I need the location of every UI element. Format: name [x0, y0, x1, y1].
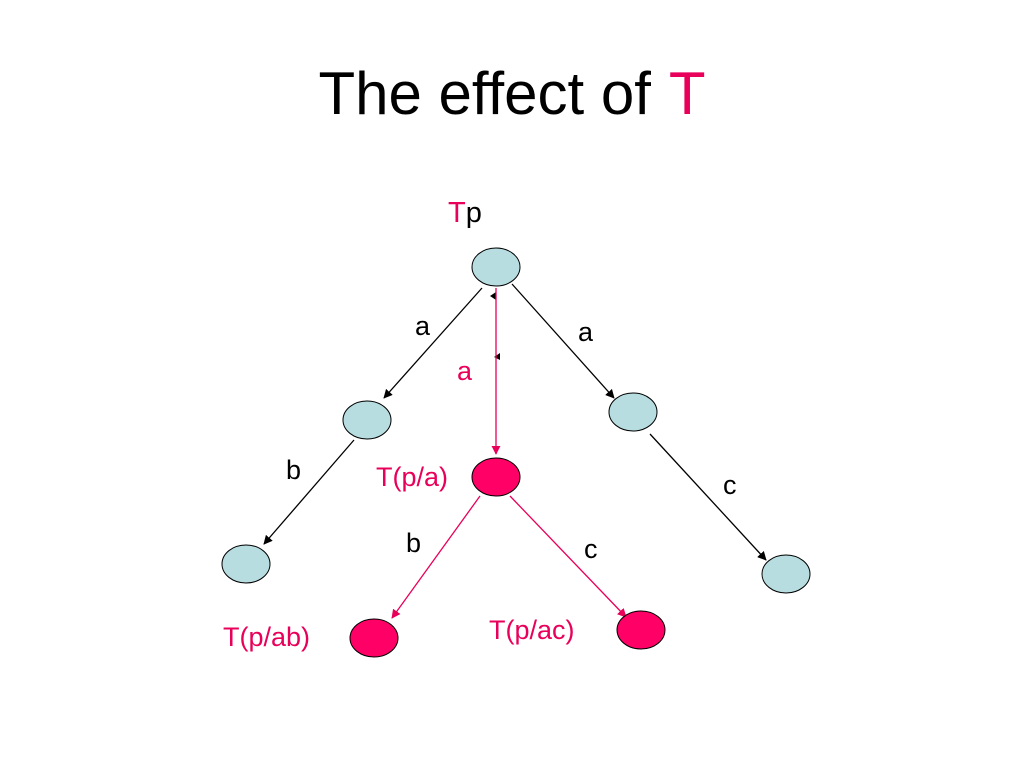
root-label-suffix: p: [466, 197, 482, 229]
node-left: [342, 400, 392, 440]
edge-right-leaf: [649, 433, 767, 561]
edge-middle-right: [509, 495, 627, 618]
node-t-pac: [616, 610, 666, 650]
edge-label-left-a: a: [415, 311, 431, 341]
node-left-leaf: [221, 544, 271, 584]
node-label-t-pac: T(p/ac): [489, 615, 575, 645]
edge-label-right-c: c: [723, 470, 737, 500]
node-right-leaf: [761, 554, 811, 594]
node-root: [471, 247, 521, 287]
tick-mark-lower: [494, 353, 500, 360]
slide-title: The effect of T: [0, 58, 1024, 130]
edge-root-left: [383, 287, 483, 399]
node-label-t-pab: T(p/ab): [223, 622, 310, 652]
edge-label-accent-c: c: [584, 534, 598, 564]
edge-middle-left: [391, 495, 481, 619]
node-right: [608, 392, 658, 432]
edge-left-leaf: [263, 439, 355, 545]
root-label-prefix: T: [448, 197, 466, 229]
node-t-pab: [349, 618, 399, 658]
edge-label-left-b: b: [286, 455, 301, 485]
slide-title-text: The effect of: [318, 60, 651, 127]
node-t-pa: [471, 457, 521, 497]
edge-root-right: [511, 283, 615, 399]
tick-mark-upper: [490, 292, 496, 300]
root-label: Tp: [448, 197, 482, 229]
slide-title-accent: T: [668, 60, 706, 127]
edge-label-accent-b: b: [406, 528, 421, 558]
edge-label-mid-a: a: [457, 356, 473, 386]
edge-label-right-a: a: [578, 317, 594, 347]
node-label-t-pa: T(p/a): [376, 462, 448, 492]
